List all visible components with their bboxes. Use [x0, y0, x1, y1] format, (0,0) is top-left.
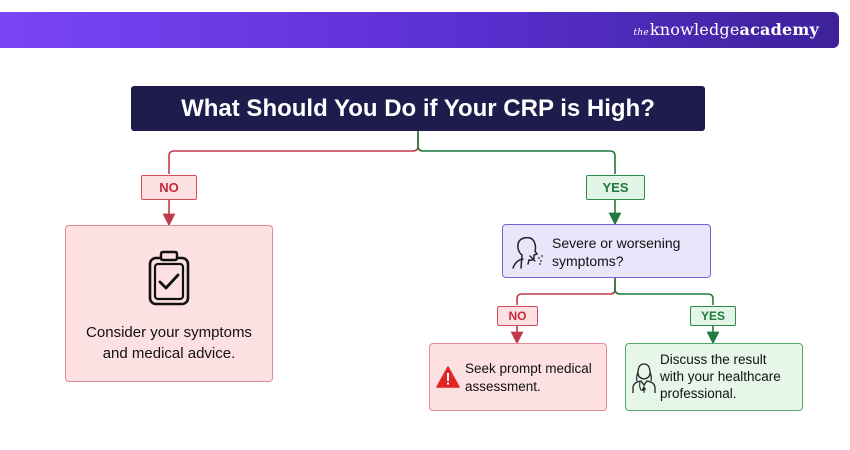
- connector-yes-sub: [614, 278, 714, 305]
- discuss-line-3: professional.: [660, 386, 737, 401]
- clipboard-check-icon: [148, 250, 190, 306]
- severe-line-1: Severe or worsening: [552, 235, 681, 251]
- tag-yes-sub: YES: [690, 306, 736, 326]
- tag-yes-main-label: YES: [602, 180, 629, 195]
- seek-line-1: Seek prompt medical: [465, 361, 592, 376]
- doctor-icon: [632, 363, 656, 393]
- connector-no-main: [168, 131, 419, 174]
- brand-suffix: academy: [739, 20, 819, 39]
- tag-yes-main: YES: [586, 175, 645, 200]
- brand-main: knowledge: [649, 20, 740, 39]
- title-text: What Should You Do if Your CRP is High?: [181, 94, 655, 122]
- connector-yes-main: [417, 131, 616, 174]
- discuss-line-1: Discuss the result: [660, 352, 767, 367]
- tag-no-main: NO: [141, 175, 197, 200]
- seek-line-2: assessment.: [465, 379, 541, 394]
- consider-text: Consider your symptoms and medical advic…: [66, 322, 272, 364]
- brand-logo[interactable]: theknowledgeacademy: [634, 20, 820, 39]
- header-banner: theknowledgeacademy: [0, 12, 839, 48]
- connector-no-sub: [516, 278, 616, 305]
- discuss-result-box: Discuss the result with your healthcare …: [625, 343, 803, 411]
- warning-icon: [436, 366, 460, 388]
- tag-yes-sub-label: YES: [700, 309, 725, 323]
- seek-text: Seek prompt medical assessment.: [465, 360, 592, 396]
- tag-no-main-label: NO: [159, 180, 179, 195]
- discuss-text: Discuss the result with your healthcare …: [660, 351, 781, 402]
- tag-no-sub-label: NO: [508, 309, 527, 323]
- tag-no-sub: NO: [497, 306, 538, 326]
- discuss-line-2: with your healthcare: [660, 369, 781, 384]
- diagram-title: What Should You Do if Your CRP is High?: [131, 86, 705, 131]
- seek-assessment-box: Seek prompt medical assessment.: [429, 343, 607, 411]
- consider-line-1: Consider your symptoms: [86, 324, 252, 341]
- severe-text: Severe or worsening symptoms?: [552, 234, 680, 270]
- brand-prefix: the: [633, 28, 649, 38]
- consider-box: Consider your symptoms and medical advic…: [65, 225, 273, 382]
- sick-person-icon: [512, 236, 543, 269]
- severe-line-2: symptoms?: [552, 253, 624, 269]
- severe-symptoms-box: Severe or worsening symptoms?: [502, 224, 711, 278]
- consider-line-2: and medical advice.: [102, 345, 236, 362]
